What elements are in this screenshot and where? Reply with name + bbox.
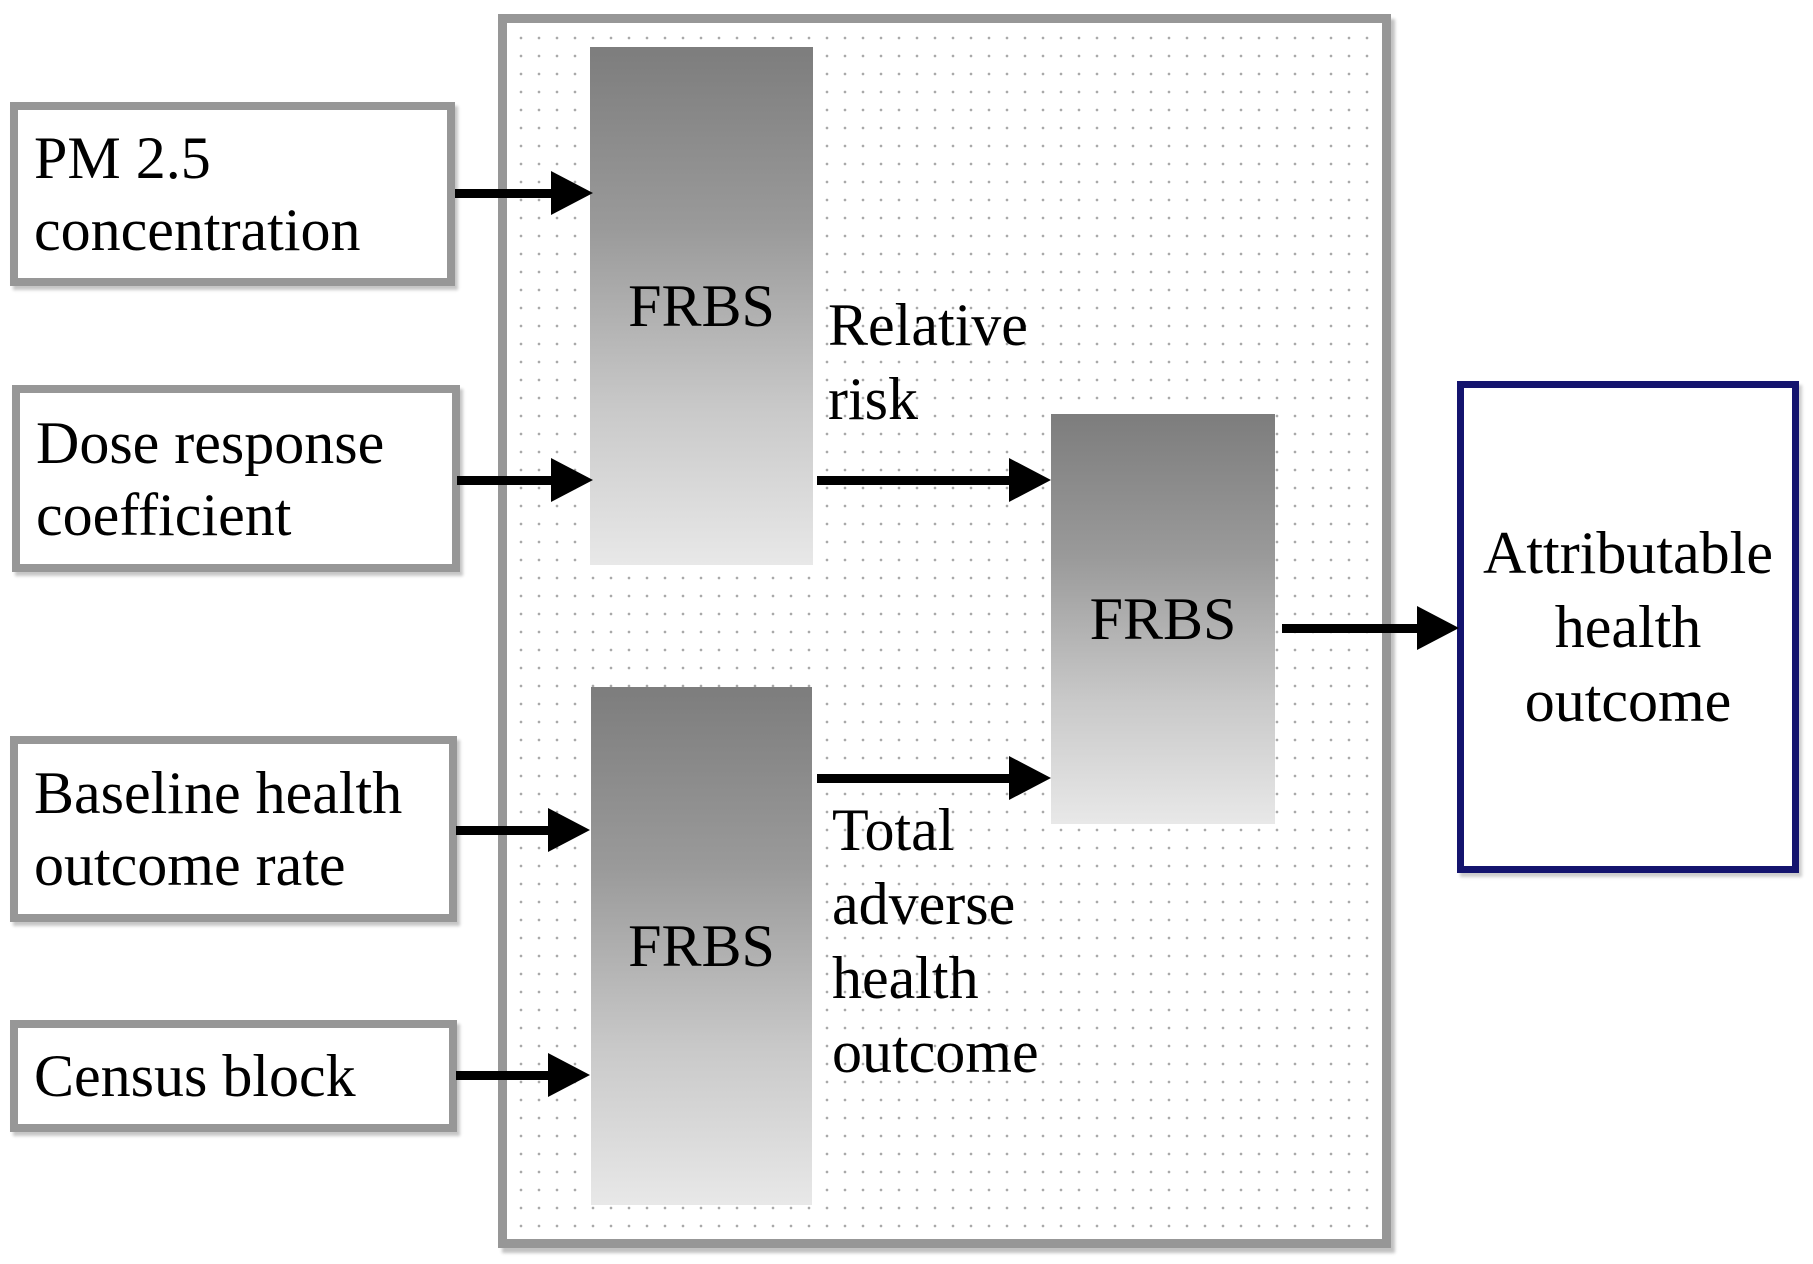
- frbs-block-3: FRBS: [1051, 414, 1275, 824]
- input-box-dose-response-coefficient: Dose response coefficient: [12, 385, 460, 572]
- frbs-block-2-label: FRBS: [628, 912, 775, 979]
- frbs-block-2: FRBS: [591, 687, 812, 1205]
- label-relative-risk: Relative risk: [828, 292, 1028, 432]
- output-box-label: Attributable health outcome: [1483, 520, 1773, 734]
- input-box-dose-response-label: Dose response coefficient: [36, 409, 385, 548]
- frbs-block-1-label: FRBS: [628, 272, 775, 339]
- input-box-pm25-label: PM 2.5 concentration: [34, 125, 361, 263]
- label-total-adverse-health-outcome: Total adverse health outcome: [832, 797, 1039, 1085]
- input-box-census-block: Census block: [10, 1020, 457, 1132]
- input-box-baseline-health-outcome-rate: Baseline health outcome rate: [10, 736, 457, 922]
- input-box-census-label: Census block: [34, 1043, 356, 1109]
- input-box-baseline-label: Baseline health outcome rate: [34, 760, 403, 898]
- input-box-pm25-concentration: PM 2.5 concentration: [10, 102, 455, 286]
- frbs-block-1: FRBS: [590, 47, 813, 565]
- output-box-attributable-health-outcome: Attributable health outcome: [1457, 381, 1799, 873]
- frbs-block-3-label: FRBS: [1089, 585, 1237, 652]
